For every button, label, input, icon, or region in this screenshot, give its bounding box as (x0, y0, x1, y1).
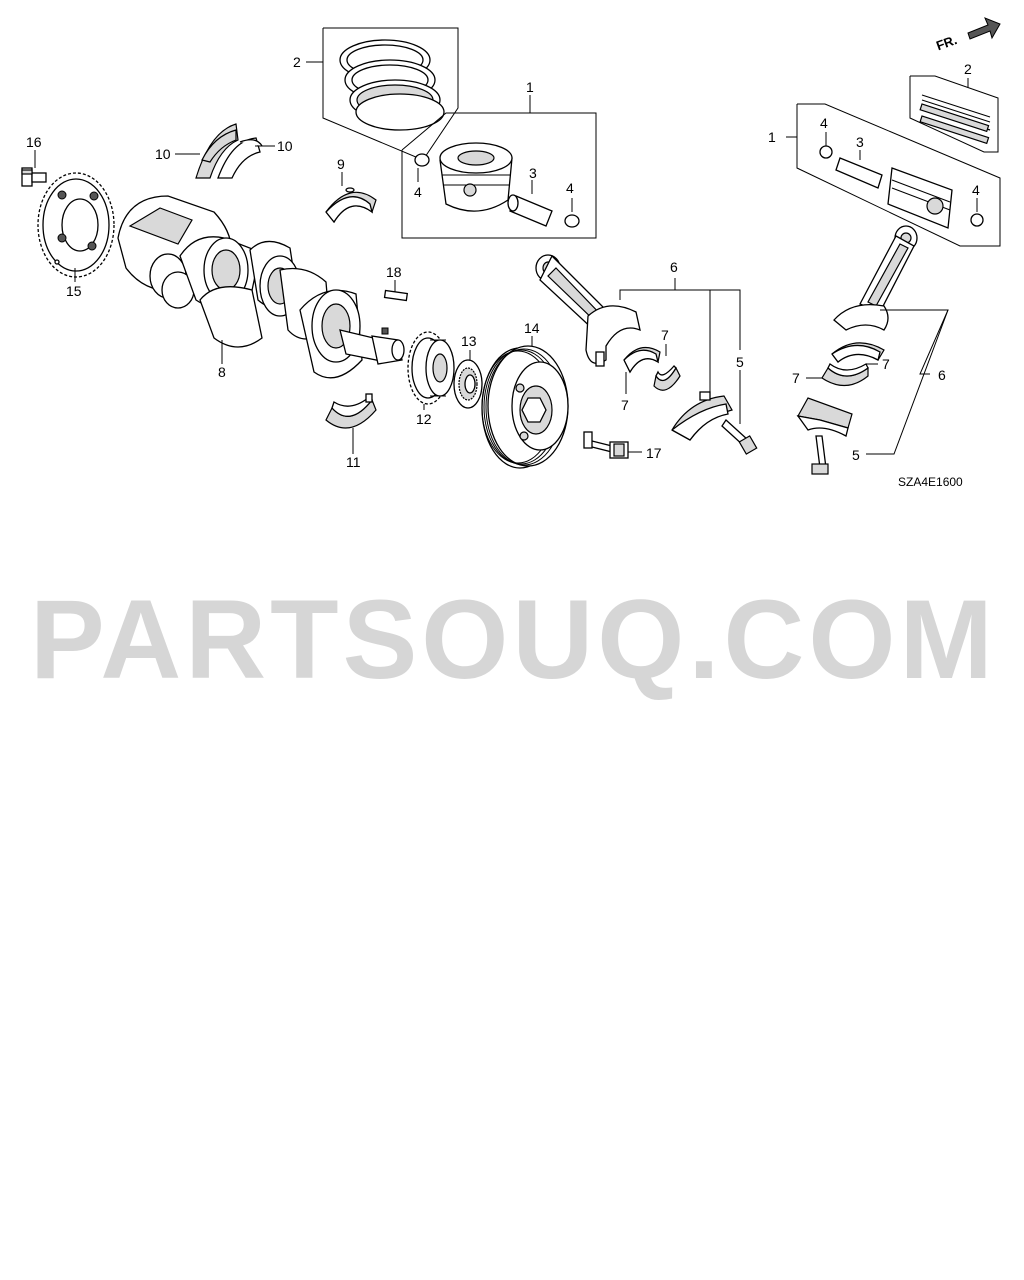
pulse-plate-bolt (21, 167, 47, 187)
callout-2-right: 2 (964, 61, 972, 77)
main-bearing-lower (325, 393, 377, 429)
callout-1-right: 1 (768, 129, 776, 145)
callout-4-right-a: 4 (820, 115, 828, 131)
connecting-rod-left (535, 254, 641, 367)
callout-17: 17 (646, 445, 662, 461)
rod-bearings-right (821, 342, 885, 387)
callout-1-left: 1 (526, 79, 534, 95)
timing-sprocket (407, 331, 455, 405)
leader-lines (34, 61, 978, 455)
callout-16: 16 (26, 134, 42, 150)
diagram-code: SZA4E1600 (898, 475, 963, 489)
front-arrow-icon (967, 17, 1001, 40)
callout-10-left: 10 (155, 146, 171, 162)
pulley-bolt (583, 431, 629, 459)
callout-9: 9 (337, 156, 345, 172)
front-direction-label: FR. (934, 32, 959, 53)
rod-cap-left (671, 391, 733, 441)
crankshaft (117, 195, 405, 379)
callout-11: 11 (346, 454, 361, 470)
callout-2-left: 2 (293, 54, 301, 70)
front-direction-indicator: FR. (934, 17, 1001, 53)
callout-4-left-a: 4 (414, 184, 422, 200)
piston-ring-set-left (322, 27, 459, 161)
crank-pulse-plate (37, 172, 115, 278)
callout-13: 13 (461, 333, 477, 349)
crankshaft-pulley (481, 345, 569, 469)
rod-bearings-left (623, 346, 681, 391)
rod-cap-right (796, 397, 853, 437)
thrust-washers (195, 123, 263, 179)
callout-4-right-b: 4 (972, 182, 980, 198)
watermark-text: PARTSOUQ.COM (30, 577, 997, 702)
callout-12: 12 (416, 411, 432, 427)
callout-7-right-a: 7 (882, 356, 890, 372)
piston-assembly-left (401, 112, 597, 239)
callout-7-right-b: 7 (792, 370, 800, 386)
callout-3-right: 3 (856, 134, 864, 150)
main-bearing-upper (325, 187, 377, 224)
piston-assembly-right (796, 103, 1001, 247)
callout-labels: 1 2 3 4 4 10 10 9 16 15 8 18 11 12 13 14… (26, 54, 980, 470)
crank-washer (453, 359, 483, 409)
callout-8: 8 (218, 364, 226, 380)
woodruff-key (383, 289, 409, 302)
callout-3-left: 3 (529, 165, 537, 181)
callout-6-right: 6 (938, 367, 946, 383)
callout-4-left-b: 4 (566, 180, 574, 196)
rod-bolt-right (811, 435, 829, 475)
piston-ring-set-right (909, 75, 999, 153)
callout-5-right: 5 (852, 447, 860, 463)
callout-18: 18 (386, 264, 402, 280)
connecting-rod-right (833, 225, 918, 331)
callout-10-right: 10 (277, 138, 293, 154)
callout-7-left-b: 7 (621, 397, 629, 413)
callout-5-left: 5 (736, 354, 744, 370)
rod-bolt-left (721, 419, 758, 455)
callout-15: 15 (66, 283, 82, 299)
callout-6-left: 6 (670, 259, 678, 275)
callout-14: 14 (524, 320, 540, 336)
callout-7-left-a: 7 (661, 327, 669, 343)
